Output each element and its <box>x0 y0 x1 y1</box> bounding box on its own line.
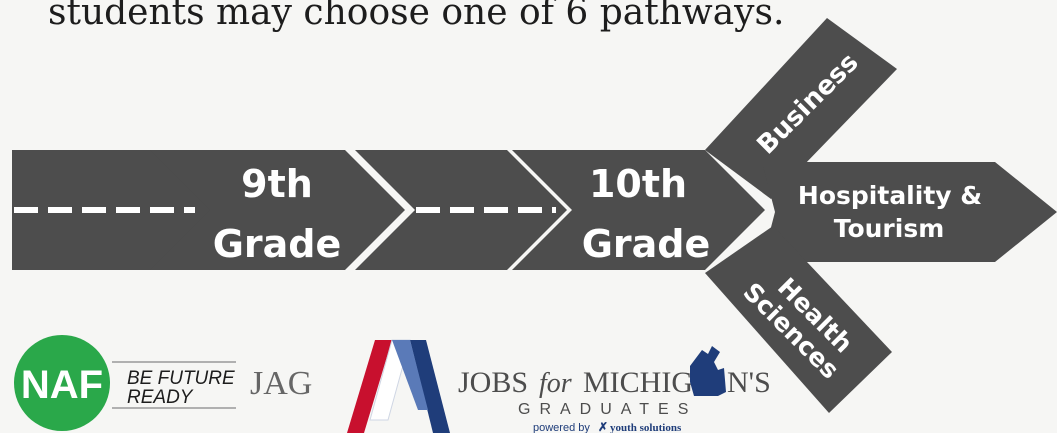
road-segment-2 <box>150 150 405 270</box>
naf-tagline-line1: BE FUTURE <box>127 368 235 389</box>
jmg-partner: youth solutions <box>610 422 682 433</box>
naf-logo: NAF BE FUTURE READY <box>14 335 236 431</box>
jmg-ribbon-emblem <box>347 339 450 433</box>
jmg-title-ns: N'S <box>727 366 771 399</box>
pathway-arrow-business <box>705 18 897 199</box>
michigan-map-icon <box>690 346 726 396</box>
naf-mark: NAF <box>21 363 103 407</box>
jmg-subtitle: GRADUATES <box>518 401 697 418</box>
ribbon-red <box>347 340 392 433</box>
segment-label-9th-line2: Grade <box>213 222 342 266</box>
pathway-arrow-health <box>705 226 892 413</box>
pathway-label-hospitality-line2: Tourism <box>834 214 945 243</box>
jmg-wordmark: JOBS for MICHIG N'S GRADUATES powered by… <box>458 346 771 433</box>
jag-logo: JAG <box>250 365 312 402</box>
naf-circle <box>14 335 110 431</box>
jmg-partner-icon: ✗ <box>598 420 608 433</box>
jmg-title-jobs: JOBS <box>458 366 528 399</box>
jmg-title-michig: MICHIG <box>583 366 693 399</box>
headline: students may choose one of 6 pathways. <box>48 0 785 33</box>
segment-label-10th-line1: 10th <box>589 162 687 206</box>
jmg-title-for: for <box>539 368 572 399</box>
ribbon-blue-light <box>392 340 428 410</box>
ribbon-blue <box>410 340 450 433</box>
naf-tagline-line2: READY <box>127 387 194 408</box>
segment-label-10th-line2: Grade <box>582 222 711 266</box>
road-segment-4 <box>512 150 765 270</box>
pathway-arrow-hospitality <box>762 162 1057 262</box>
jmg-powered-by: powered by <box>533 422 590 433</box>
road-segment-1 <box>12 150 213 270</box>
pathway-label-hospitality-line1: Hospitality & <box>798 181 982 210</box>
segment-label-9th-line1: 9th <box>241 162 313 206</box>
